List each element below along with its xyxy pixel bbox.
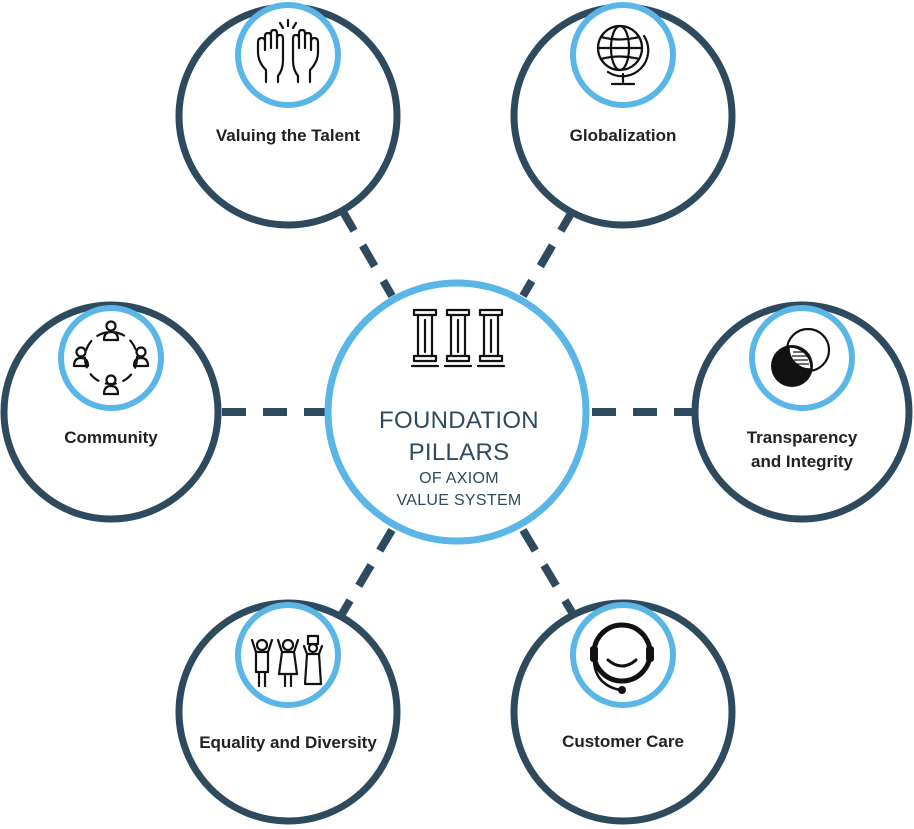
center-title-line2: PILLARS [409,439,510,466]
people-circle-icon [72,320,150,396]
node-equality: Equality and Diversity [175,599,401,825]
overlapping-circles-icon [771,327,831,387]
node-transparency-label-line2: and Integrity [751,452,854,471]
diverse-people-icon [250,634,324,688]
center-subtitle-line1: OF AXIOM [419,470,499,487]
headset-icon [590,622,654,694]
center-subtitle-line2: VALUE SYSTEM [396,492,521,509]
node-transparency: Transparency and Integrity [691,301,913,523]
raised-hands-icon [256,18,320,84]
globe-icon [596,24,650,86]
node-globalization-label: Globalization [570,126,677,145]
node-customer-label: Customer Care [562,732,684,751]
node-valuing-label: Valuing the Talent [216,126,361,145]
connectors [222,207,692,617]
center-title-line1: FOUNDATION [379,407,539,434]
node-community: Community [0,301,222,523]
node-customer: Customer Care [510,599,736,825]
connector-globalization [519,207,577,299]
node-transparency-label-line1: Transparency [747,428,858,447]
node-community-label: Community [64,428,158,447]
connector-equality [338,527,396,617]
node-globalization: Globalization [510,2,736,229]
node-valuing: Valuing the Talent [175,2,401,229]
connector-valuing [338,207,396,299]
pillars-icon [410,308,506,368]
node-equality-label: Equality and Diversity [199,733,377,752]
connector-customer [519,527,577,617]
center-hub: FOUNDATION PILLARS OF AXIOM VALUE SYSTEM [324,279,590,545]
